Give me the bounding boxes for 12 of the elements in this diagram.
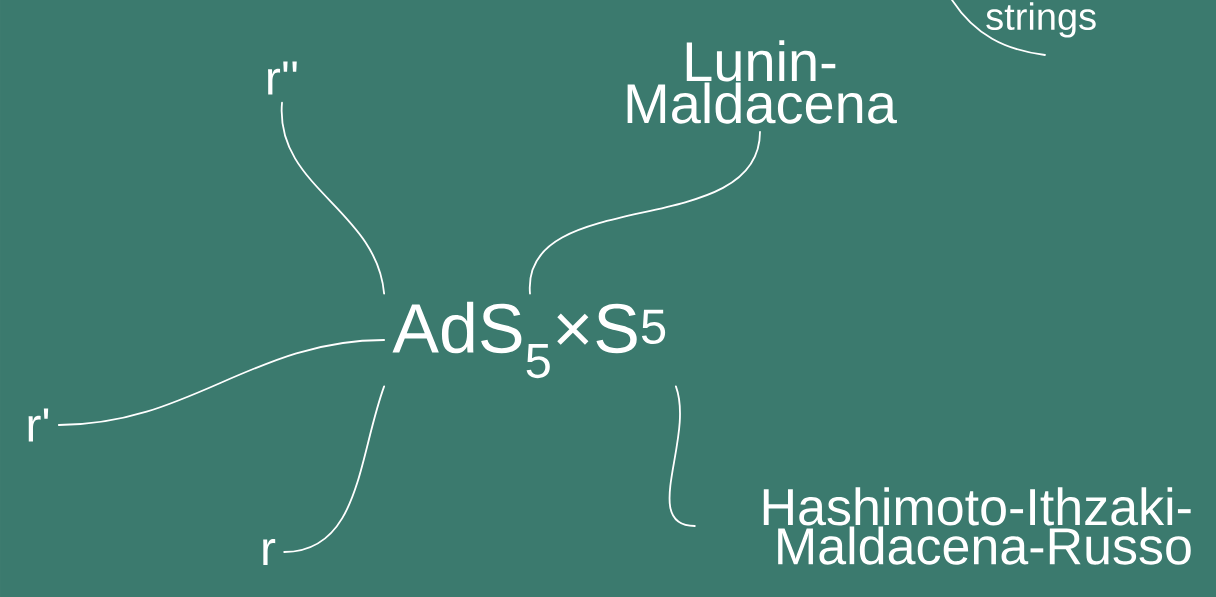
handwritten-label: r''	[268, 61, 297, 95]
handwritten-label: r	[263, 539, 276, 565]
handwritten-label: r'	[28, 408, 49, 442]
handwritten-label: Hashimoto-Ithzaki-Maldacena-Russo	[763, 487, 1191, 565]
handwritten-label: strings	[986, 2, 1096, 38]
curved-line	[281, 101, 385, 295]
curved-line	[668, 385, 696, 527]
curved-line	[57, 339, 385, 426]
curved-line	[283, 385, 385, 553]
handwritten-label: AdS$_{5}$×S$^{5}$	[392, 301, 666, 379]
curved-line	[529, 130, 761, 295]
handwritten-label: Lunin-Maldacena	[627, 40, 897, 124]
